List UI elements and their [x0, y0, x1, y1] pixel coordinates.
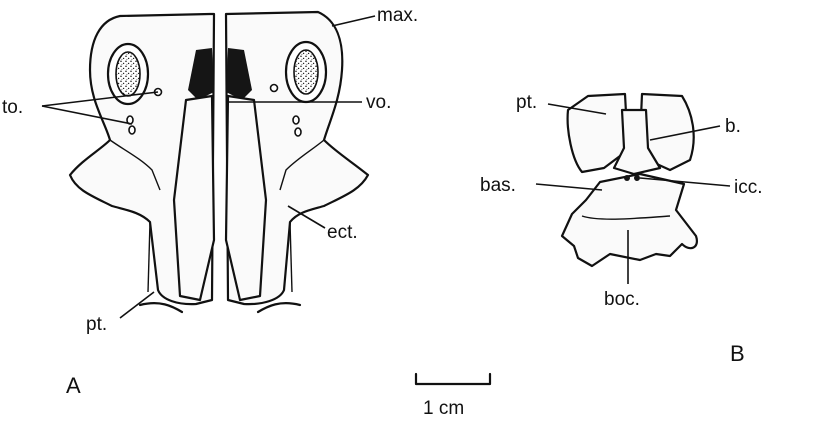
left-pterygoid-tip: [140, 303, 182, 312]
scale-bar-line: [416, 374, 490, 384]
b-icc-foramen-right: [634, 175, 640, 181]
label-boc: boc.: [604, 289, 640, 310]
right-pterygoid-line: [290, 222, 292, 292]
panel-b-drawing: [562, 94, 697, 266]
scale-bar-label: 1 cm: [423, 398, 464, 419]
leader-bas: [536, 184, 602, 190]
left-orbit-inner: [116, 52, 140, 96]
b-icc-foramen-left: [624, 175, 630, 181]
foramen-5: [293, 116, 299, 124]
label-to: to.: [2, 97, 23, 118]
label-b: b.: [725, 116, 741, 137]
panel-a-drawing: [70, 12, 368, 312]
panel-label-a: A: [66, 373, 81, 398]
right-orbit-inner: [294, 50, 318, 94]
foramen-6: [295, 128, 301, 136]
leader-max: [332, 16, 375, 26]
leader-pt-a: [120, 292, 154, 318]
label-bas: bas.: [480, 175, 516, 196]
right-pterygoid-tip: [258, 303, 300, 312]
label-pt-b: pt.: [516, 92, 537, 113]
label-ect: ect.: [327, 222, 358, 243]
foramen-4: [271, 85, 278, 92]
label-pt-a: pt.: [86, 314, 107, 335]
label-max: max.: [377, 5, 418, 26]
foramen-3: [129, 126, 135, 134]
scale-bar: 1 cm: [416, 374, 490, 419]
left-pterygoid-line: [148, 222, 150, 292]
label-vo: vo.: [366, 92, 391, 113]
label-icc: icc.: [734, 177, 763, 198]
panel-label-b: B: [730, 341, 745, 366]
